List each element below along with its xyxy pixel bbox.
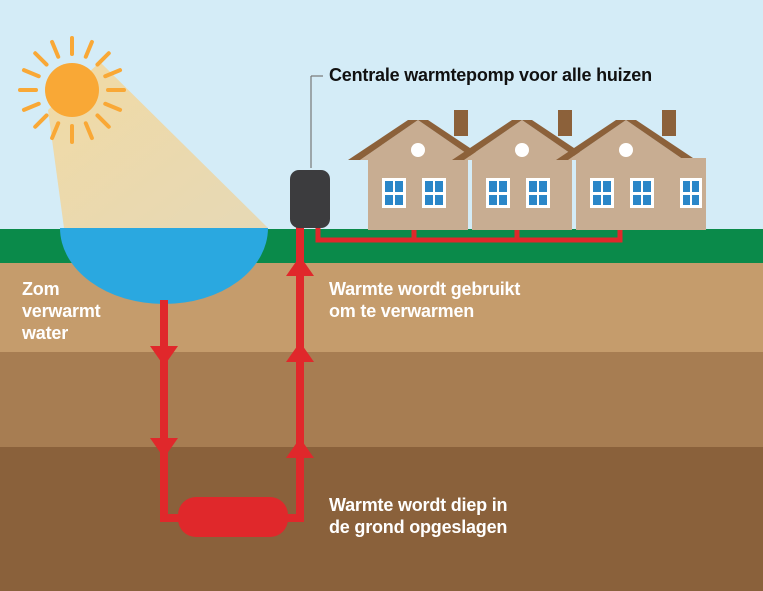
- attic-window-icon: [515, 143, 529, 157]
- window-icon: [680, 178, 702, 208]
- soil-layer-deep: [0, 447, 763, 591]
- sun-disc: [45, 63, 99, 117]
- storage-tank-icon: [178, 497, 288, 537]
- arrow-down-icon: [150, 438, 178, 458]
- sun-beam: [48, 62, 268, 228]
- attic-window-icon: [411, 143, 425, 157]
- attic-window-icon: [619, 143, 633, 157]
- arrow-up-icon: [286, 438, 314, 458]
- sun-ray: [103, 101, 123, 112]
- label-line: Warmte wordt gebruikt: [329, 279, 521, 299]
- water-basin: [60, 228, 268, 304]
- sun-ray: [95, 51, 111, 67]
- label-line: om te verwarmen: [329, 301, 475, 321]
- soil-layer-middle: [0, 352, 763, 448]
- window-icon: [590, 178, 614, 208]
- sun-ray: [21, 101, 41, 112]
- heat-used-label: Warmte wordt gebruikt om te verwarmen: [329, 278, 520, 322]
- arrow-up-icon: [286, 342, 314, 362]
- heat-pump-label: Centrale warmtepomp voor alle huizen: [329, 65, 652, 85]
- arrow-up-icon: [286, 256, 314, 276]
- flow-arrows: [150, 256, 314, 458]
- house-icon: [348, 110, 488, 230]
- label-line: de grond opgeslagen: [329, 517, 508, 537]
- heat-pump-icon: [290, 170, 330, 228]
- label-line: Zom: [22, 279, 60, 299]
- window-icon: [422, 178, 446, 208]
- house-icon: [452, 110, 592, 230]
- heat-stored-label: Warmte wordt diep in de grond opgeslagen: [329, 494, 508, 538]
- sun-ray: [83, 39, 94, 59]
- sun-heats-water-label: Zom verwarmt water: [22, 278, 101, 344]
- label-line: Warmte wordt diep in: [329, 495, 508, 515]
- window-icon: [382, 178, 406, 208]
- label-line: water: [22, 323, 69, 343]
- window-icon: [630, 178, 654, 208]
- sun-ray: [83, 121, 94, 141]
- window-icon: [486, 178, 510, 208]
- sun-ray: [50, 121, 61, 141]
- sun-ray: [33, 51, 49, 67]
- arrow-down-icon: [150, 346, 178, 366]
- sun-ray: [103, 68, 123, 79]
- label-line: verwarmt: [22, 301, 101, 321]
- sun-ray: [33, 113, 49, 129]
- houses: [348, 110, 706, 230]
- window-icon: [526, 178, 550, 208]
- house-icon: [556, 110, 696, 230]
- sun-icon: [18, 36, 126, 144]
- sun-ray: [95, 113, 111, 129]
- sun-ray: [21, 68, 41, 79]
- sun-ray: [50, 39, 61, 59]
